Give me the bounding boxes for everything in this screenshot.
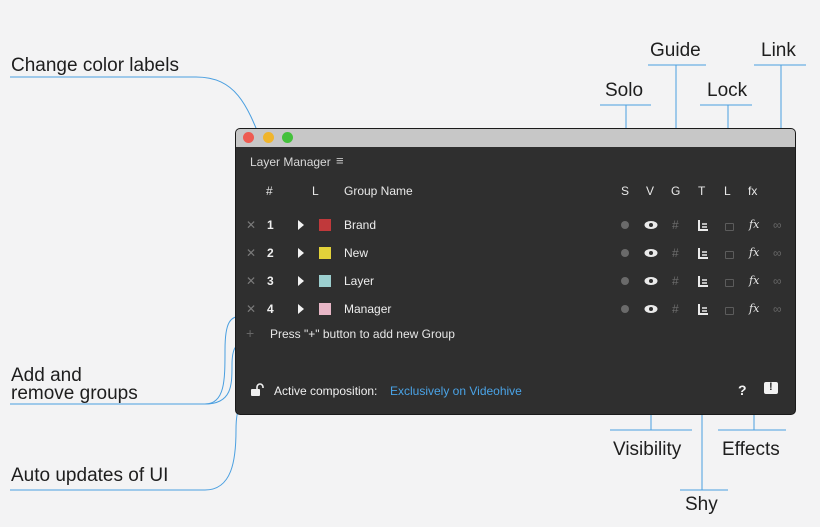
callout-lock: Lock (707, 80, 748, 101)
unlock-icon[interactable] (250, 383, 266, 397)
effects-icon[interactable]: fx (749, 302, 760, 315)
callout-guide: Guide (650, 40, 701, 61)
callout-add-remove-1: Add and (11, 365, 82, 386)
shy-icon[interactable] (697, 275, 709, 287)
effects-icon[interactable]: fx (749, 246, 760, 259)
panel-title: Layer Manager (250, 155, 331, 169)
solo-dot-icon[interactable] (621, 277, 629, 285)
group-name[interactable]: New (344, 246, 369, 260)
shy-icon[interactable] (697, 247, 709, 259)
solo-dot-icon[interactable] (621, 305, 629, 313)
maximize-window-button[interactable] (282, 132, 293, 143)
group-row: ✕ 2 New # fx ∞ (236, 246, 795, 274)
group-name[interactable]: Layer (344, 274, 375, 288)
eye-icon[interactable] (644, 219, 658, 231)
solo-dot-icon[interactable] (621, 249, 629, 257)
header-group-name: Group Name (344, 184, 413, 198)
callout-link: Link (761, 40, 796, 61)
header-num: # (266, 184, 273, 198)
expand-triangle-icon[interactable] (298, 276, 304, 286)
effects-icon[interactable]: fx (749, 218, 760, 231)
callout-solo: Solo (605, 80, 644, 101)
callout-visibility: Visibility (613, 439, 682, 460)
link-icon[interactable]: ∞ (773, 274, 782, 288)
active-composition-link[interactable]: Exclusively on Videohive (390, 384, 522, 398)
callout-shy: Shy (685, 494, 718, 515)
add-remove-line-1 (10, 315, 244, 405)
lock-icon[interactable] (725, 279, 734, 287)
link-icon[interactable]: ∞ (773, 302, 782, 316)
group-number: 4 (267, 302, 274, 316)
help-button[interactable]: ? (738, 382, 747, 398)
feedback-icon[interactable]: ! (764, 381, 778, 394)
expand-triangle-icon[interactable] (298, 220, 304, 230)
link-icon[interactable]: ∞ (773, 218, 782, 232)
header-guide: G (671, 184, 681, 198)
header-effects: fx (748, 184, 758, 198)
callout-add-remove-2: remove groups (11, 383, 138, 404)
add-group-button[interactable]: + (246, 325, 255, 341)
color-label-swatch[interactable] (319, 247, 331, 259)
shy-icon[interactable] (697, 219, 709, 231)
callout-auto-updates: Auto updates of UI (11, 465, 169, 486)
lock-icon[interactable] (725, 307, 734, 315)
group-number: 2 (267, 246, 274, 260)
remove-group-button[interactable]: ✕ (246, 246, 257, 260)
shy-icon[interactable] (697, 303, 709, 315)
header-label: L (312, 184, 319, 198)
group-row: ✕ 1 Brand # fx ∞ (236, 218, 795, 246)
panel-menu-icon[interactable]: ≡ (336, 153, 344, 168)
guide-icon[interactable]: # (672, 246, 679, 260)
expand-triangle-icon[interactable] (298, 248, 304, 258)
eye-icon[interactable] (644, 303, 658, 315)
effects-icon[interactable]: fx (749, 274, 760, 287)
remove-group-button[interactable]: ✕ (246, 274, 257, 288)
group-row: ✕ 3 Layer # fx ∞ (236, 274, 795, 302)
eye-icon[interactable] (644, 247, 658, 259)
layer-manager-window: Layer Manager ≡ # L Group Name S V G T L… (236, 129, 795, 414)
lock-icon[interactable] (725, 223, 734, 231)
header-lock: L (724, 184, 731, 198)
lock-icon[interactable] (725, 251, 734, 259)
color-label-swatch[interactable] (319, 219, 331, 231)
group-name[interactable]: Manager (344, 302, 392, 316)
callout-change-color: Change color labels (11, 55, 179, 76)
title-bar (236, 129, 795, 147)
header-visibility: V (646, 184, 655, 198)
header-shy: T (698, 184, 706, 198)
solo-dot-icon[interactable] (621, 221, 629, 229)
feedback-icon-glyph: ! (769, 381, 773, 393)
color-label-swatch[interactable] (319, 303, 331, 315)
group-number: 1 (267, 218, 274, 232)
close-window-button[interactable] (243, 132, 254, 143)
header-solo: S (621, 184, 630, 198)
group-number: 3 (267, 274, 274, 288)
expand-triangle-icon[interactable] (298, 304, 304, 314)
guide-icon[interactable]: # (672, 274, 679, 288)
group-name[interactable]: Brand (344, 218, 377, 232)
color-label-swatch[interactable] (319, 275, 331, 287)
remove-group-button[interactable]: ✕ (246, 302, 257, 316)
add-group-hint: Press "+" button to add new Group (270, 327, 455, 341)
remove-group-button[interactable]: ✕ (246, 218, 257, 232)
guide-icon[interactable]: # (672, 218, 679, 232)
guide-icon[interactable]: # (672, 302, 679, 316)
active-composition-label: Active composition: (274, 384, 378, 398)
group-row: ✕ 4 Manager # fx ∞ (236, 302, 795, 330)
minimize-window-button[interactable] (263, 132, 274, 143)
callout-effects: Effects (722, 439, 780, 460)
eye-icon[interactable] (644, 275, 658, 287)
link-icon[interactable]: ∞ (773, 246, 782, 260)
